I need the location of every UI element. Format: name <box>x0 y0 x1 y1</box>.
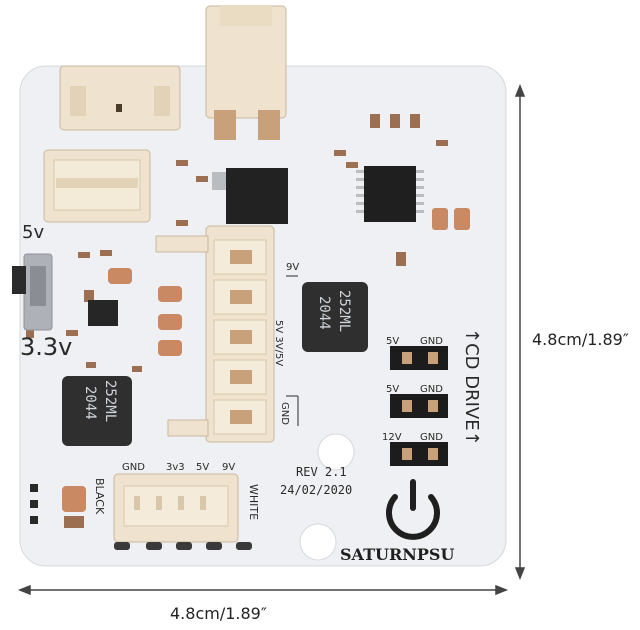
header1-5v: 5V <box>386 336 399 347</box>
label-cd-drive: ↑CD DRIVE↑ <box>461 328 482 446</box>
label-rev: REV 2.1 <box>296 465 347 479</box>
label-black: BLACK <box>93 478 106 515</box>
capacitor-1 <box>432 208 448 230</box>
label-5v-3v-5v: 5V 3V/5V <box>273 320 284 366</box>
header-12v <box>390 442 448 466</box>
brand-name: SATURNPSU <box>340 545 454 564</box>
dimension-horizontal: 4.8cm/1.89″ <box>170 604 267 623</box>
header-5v-2 <box>390 394 448 418</box>
top-left-connector-latch <box>70 86 86 116</box>
header-5v-1 <box>390 346 448 370</box>
chip1-code: 252ML <box>336 290 352 332</box>
header3-12v: 12V <box>382 432 402 443</box>
connector-5v: 5V <box>196 462 209 473</box>
header3-gnd: GND <box>420 432 443 443</box>
top-center-pin-2 <box>258 110 280 140</box>
label-3v3: 3.3v <box>20 333 72 361</box>
label-date: 24/02/2020 <box>280 483 352 497</box>
dimension-vertical: 4.8cm/1.89″ <box>532 330 629 349</box>
label-5v: 5v <box>22 222 44 243</box>
ic-chip <box>364 166 416 222</box>
capacitor-2 <box>454 208 470 230</box>
voltage-regulator <box>226 168 288 224</box>
capacitor-3 <box>108 268 132 284</box>
inductor-2 <box>62 376 132 446</box>
connector-gnd: GND <box>122 462 145 473</box>
connector-9v: 9V <box>222 462 235 473</box>
chip2-code: 252ML <box>102 380 118 422</box>
small-ic <box>88 300 118 326</box>
top-center-connector-cap <box>220 6 272 26</box>
power-logo <box>386 479 440 540</box>
connector-3v3: 3v3 <box>166 462 185 473</box>
label-rail-gnd: GND <box>279 402 290 425</box>
capacitor-4 <box>158 286 182 302</box>
capacitor-7 <box>62 486 86 512</box>
label-9v: 9V <box>286 262 299 273</box>
inductor-1 <box>302 282 368 352</box>
capacitor-6 <box>158 340 182 356</box>
switch-knob <box>12 266 26 294</box>
chip1-date: 2044 <box>316 296 332 330</box>
left-connector-ridge <box>56 178 138 188</box>
capacitor-5 <box>158 314 182 330</box>
top-left-connector-slot <box>116 104 122 112</box>
chip2-date: 2044 <box>82 386 98 420</box>
mounting-hole-2 <box>299 523 337 561</box>
regulator-tab <box>212 172 226 190</box>
header2-5v: 5V <box>386 384 399 395</box>
label-white: WHITE <box>247 484 260 520</box>
header2-gnd: GND <box>420 384 443 395</box>
mounting-hole-1 <box>317 433 355 471</box>
top-left-connector-latch-right <box>154 86 170 116</box>
top-center-pin-1 <box>214 110 236 140</box>
header1-gnd: GND <box>420 336 443 347</box>
top-left-connector <box>59 65 181 131</box>
